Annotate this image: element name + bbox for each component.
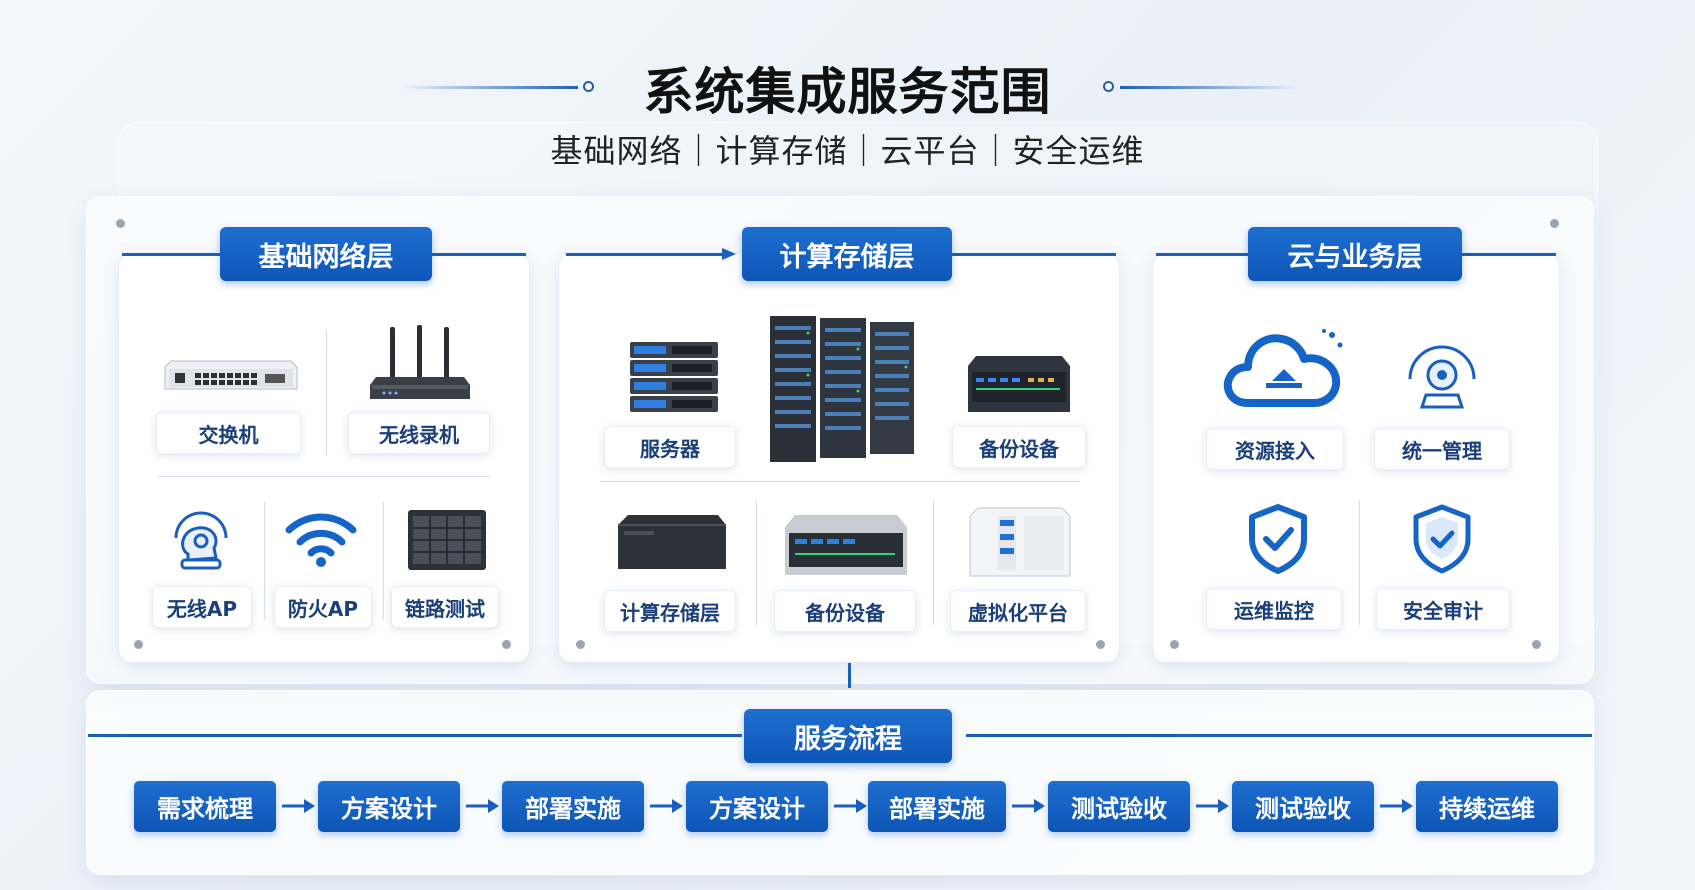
- connector-line: [848, 663, 851, 688]
- shield-audit-icon: [1413, 504, 1471, 574]
- arrow-right-icon: [466, 799, 499, 813]
- divider: [756, 500, 757, 625]
- server-rack-icon: [770, 316, 914, 462]
- switch-label: 交换机: [156, 412, 301, 454]
- divider: [158, 476, 490, 477]
- cloud-title-line-right: [1462, 253, 1556, 256]
- unified-management-label: 统一管理: [1374, 428, 1510, 470]
- page-title: 系统集成服务范围: [643, 63, 1052, 121]
- network-title-line-right: [432, 253, 526, 256]
- divider: [326, 330, 327, 455]
- service-flow-title: 服务流程: [744, 709, 952, 763]
- card-screw: [1096, 640, 1105, 649]
- arrow-right-icon: [1380, 799, 1413, 813]
- flow-step-deployment: 部署实施: [502, 781, 644, 832]
- card-screw: [576, 640, 585, 649]
- card-screw: [1170, 640, 1179, 649]
- flow-title-line-left: [88, 734, 742, 737]
- ops-monitoring-label: 运维监控: [1206, 588, 1342, 630]
- wireless-ap-label: 无线AP: [152, 586, 252, 628]
- cloud-icon: [1223, 329, 1343, 407]
- panel-screw: [1550, 219, 1559, 228]
- flow-step-operations: 持续运维: [1416, 781, 1558, 832]
- wifi-icon: [285, 513, 357, 567]
- divider: [600, 481, 1080, 482]
- cloud-title-line-left: [1156, 253, 1252, 256]
- flow-step-requirements: 需求梳理: [134, 781, 276, 832]
- flow-step-deployment-2: 部署实施: [868, 781, 1006, 832]
- flow-step-solution-design: 方案设计: [318, 781, 460, 832]
- compute-title-line-left: [566, 253, 732, 256]
- wireless-ap-icon: [174, 511, 228, 570]
- panel-screw: [116, 219, 125, 228]
- storage-array-icon: [969, 507, 1071, 577]
- management-icon: [1408, 345, 1476, 409]
- card-screw: [502, 640, 511, 649]
- title-decor-line-left: [400, 86, 578, 89]
- router-icon: [370, 325, 470, 399]
- divider: [383, 502, 384, 620]
- title-decor-dot-left: [583, 81, 594, 92]
- title-decor-line-right: [1120, 86, 1300, 89]
- flow-step-solution-design-2: 方案设计: [686, 781, 828, 832]
- resource-access-label: 资源接入: [1206, 428, 1344, 470]
- backup-appliance-icon: [785, 515, 907, 575]
- compute-storage-label: 计算存储层: [604, 590, 736, 632]
- network-layer-title: 基础网络层: [220, 227, 432, 281]
- flow-step-testing: 测试验收: [1048, 781, 1190, 832]
- shield-check-icon: [1249, 504, 1307, 574]
- server-label: 服务器: [604, 426, 736, 468]
- arrow-right-icon: [1196, 799, 1229, 813]
- compute-layer-title: 计算存储层: [742, 227, 952, 281]
- arrow-right-icon: [1012, 799, 1045, 813]
- firewall-ap-label: 防火AP: [274, 586, 372, 628]
- virtualization-platform-label: 虚拟化平台: [950, 590, 1086, 632]
- backup-device-label: 备份设备: [952, 426, 1086, 468]
- flow-step-testing-2: 测试验收: [1232, 781, 1374, 832]
- cloud-layer-title: 云与业务层: [1248, 227, 1462, 281]
- server-stack-icon: [630, 342, 718, 412]
- switch-icon: [164, 360, 298, 390]
- patch-panel-icon: [408, 510, 486, 570]
- link-test-label: 链路测试: [391, 586, 499, 628]
- backup-device-2-label: 备份设备: [774, 590, 916, 632]
- backup-appliance-icon: [968, 356, 1070, 412]
- title-decor-dot-right: [1103, 81, 1114, 92]
- tower-server-icon: [618, 515, 726, 569]
- compute-title-line-right: [952, 253, 1116, 256]
- arrow-right-icon: [282, 799, 315, 813]
- network-title-line-left: [122, 253, 222, 256]
- card-screw: [134, 640, 143, 649]
- arrow-right-icon: [722, 248, 736, 260]
- card-screw: [1532, 640, 1541, 649]
- divider: [933, 500, 934, 625]
- arrow-right-icon: [834, 799, 867, 813]
- security-audit-label: 安全审计: [1376, 588, 1510, 630]
- divider: [1359, 500, 1360, 625]
- divider: [264, 502, 265, 620]
- flow-title-line-right: [966, 734, 1592, 737]
- router-label: 无线录机: [348, 412, 490, 454]
- arrow-right-icon: [650, 799, 683, 813]
- page-subtitle: 基础网络｜计算存储｜云平台｜安全运维: [550, 132, 1145, 170]
